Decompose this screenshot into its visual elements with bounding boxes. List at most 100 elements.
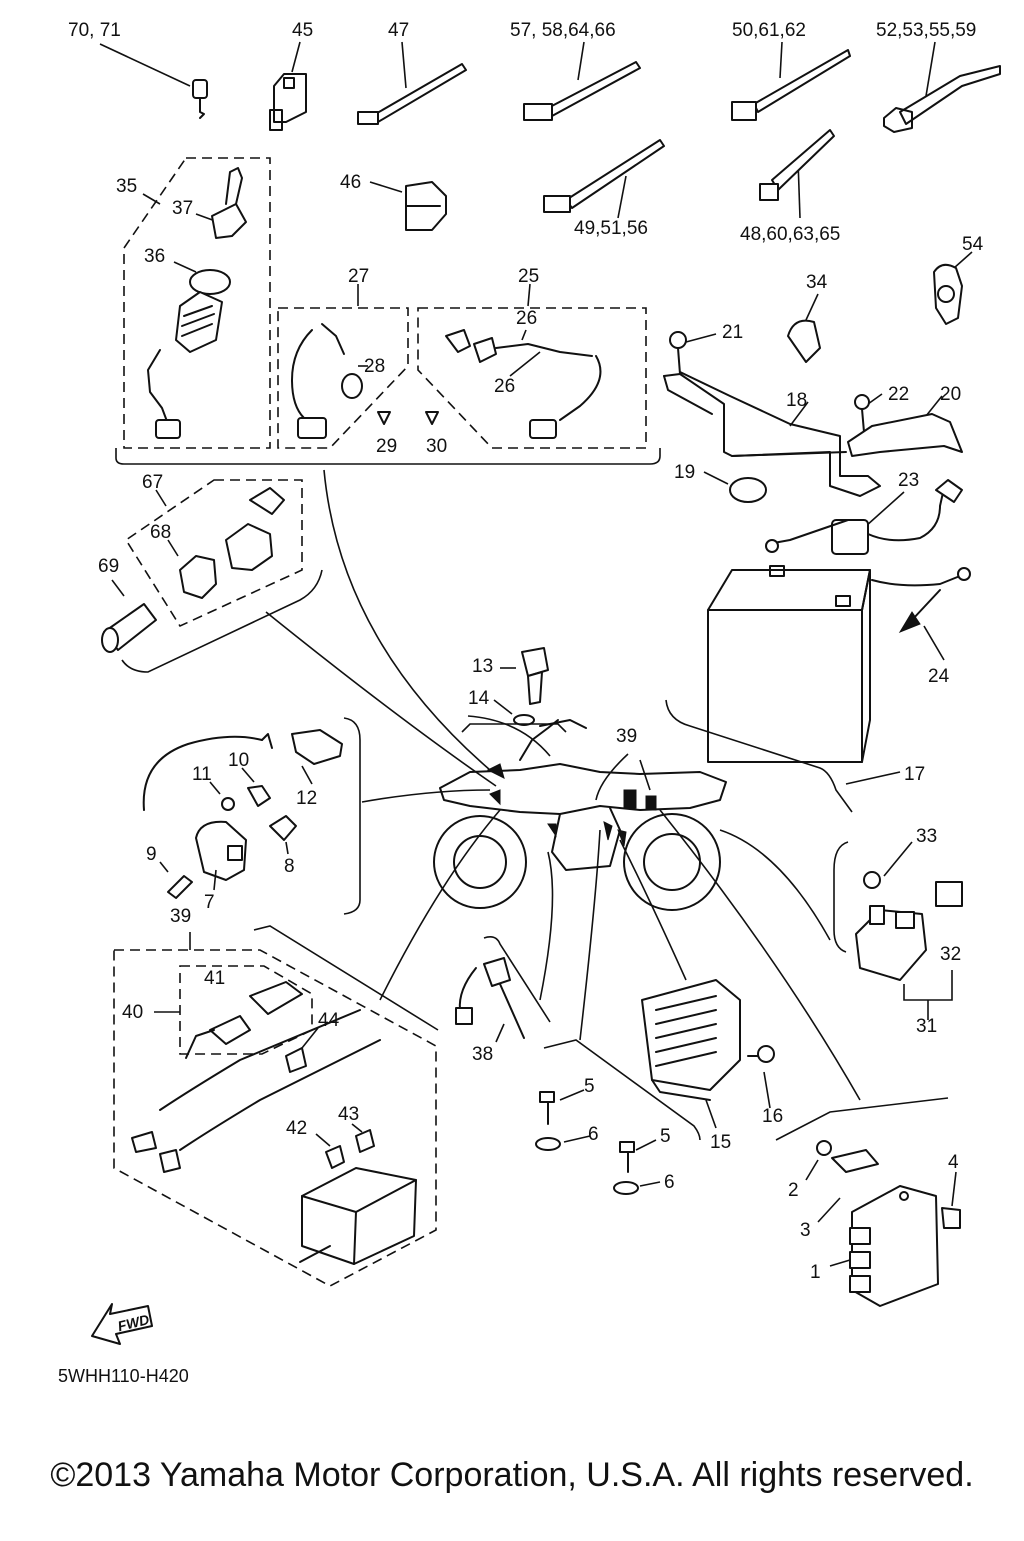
washer-6b: [613, 1181, 661, 1195]
callout: 11: [192, 764, 212, 785]
band-20: [847, 395, 963, 457]
callout: 47: [388, 20, 409, 41]
callout: 3: [800, 1220, 811, 1241]
callout: 2: [788, 1180, 799, 1201]
coupler-45: [269, 41, 307, 131]
fuse-23: [831, 479, 963, 555]
connection-curves: [265, 469, 861, 1101]
lamp-group-27: [277, 284, 409, 449]
relay-46: [369, 181, 447, 231]
fwd-label: FWD: [116, 1311, 151, 1334]
bracket-18: [663, 371, 881, 497]
callout: 29: [376, 436, 397, 457]
key-70-71: [99, 43, 208, 119]
callout: 22: [888, 384, 909, 405]
band-52: [883, 41, 1001, 133]
callout: 12: [296, 788, 317, 809]
callout: 25: [518, 266, 539, 287]
callout: 5: [660, 1126, 671, 1147]
callout: 69: [98, 556, 119, 577]
damper-19: [703, 471, 767, 503]
washer-6a: [535, 1135, 591, 1151]
callout: 32: [940, 944, 961, 965]
bolt-5b: [619, 1139, 657, 1173]
callout: 5: [584, 1076, 595, 1097]
callout: 52,53,55,59: [876, 20, 976, 41]
callout: 54: [962, 234, 984, 255]
callout: 70, 71: [68, 20, 121, 41]
callout: 23: [898, 470, 919, 491]
callout: 10: [228, 750, 249, 771]
copyright-notice: ©2013 Yamaha Motor Corporation, U.S.A. A…: [50, 1456, 974, 1494]
callout: 8: [284, 856, 295, 877]
cable-tie-49: [543, 139, 665, 219]
fwd-arrow-icon: FWD: [91, 1303, 153, 1345]
starter-relay-group: [855, 841, 963, 1020]
cdi-group: [775, 1097, 961, 1307]
callout: 6: [664, 1172, 675, 1193]
socket-group-67: [124, 479, 303, 628]
callout: 41: [204, 968, 225, 989]
callout: 30: [426, 436, 447, 457]
callout: 14: [468, 688, 490, 709]
callout: 33: [916, 826, 937, 847]
callout: 38: [472, 1044, 493, 1065]
callout: 48,60,63,65: [740, 224, 840, 245]
callout: 1: [810, 1262, 821, 1283]
callout: 37: [172, 198, 193, 219]
main-switch-group: [123, 157, 271, 449]
screw-22: [854, 393, 883, 433]
bolt-21: [669, 331, 717, 375]
callout: 42: [286, 1118, 307, 1139]
rectifier-15: [641, 979, 741, 1129]
atv-silhouette: [433, 719, 727, 911]
callout: 26: [516, 308, 537, 329]
callout: 13: [472, 656, 493, 677]
callout: 57, 58,64,66: [510, 20, 616, 41]
callout: 16: [762, 1106, 783, 1127]
diagram-code: 5WHH110-H420: [58, 1366, 189, 1386]
callout: 21: [722, 322, 743, 343]
callout: 9: [146, 844, 157, 865]
callout: 35: [116, 176, 137, 197]
cable-24: [871, 567, 971, 661]
callout: 17: [904, 764, 925, 785]
bolt-5a: [539, 1089, 585, 1125]
callout: 68: [150, 522, 171, 543]
callout: 50,61,62: [732, 20, 806, 41]
callout: 40: [122, 1002, 143, 1023]
callout: 67: [142, 472, 163, 493]
bolt-16: [747, 1045, 775, 1109]
callout: 4: [948, 1152, 959, 1173]
callout: 7: [204, 892, 215, 913]
ignition-coil-group: [142, 729, 343, 899]
callout: 31: [916, 1016, 937, 1037]
cable-tie-47: [357, 41, 467, 125]
cable-tie-50: [731, 41, 851, 121]
callout: 39: [170, 906, 191, 927]
callout: 44: [318, 1010, 340, 1031]
callout: 20: [940, 384, 961, 405]
callout: 28: [364, 356, 385, 377]
battery-17: [707, 519, 901, 785]
callout: 27: [348, 266, 369, 287]
callout: 39: [616, 726, 637, 747]
callout: 6: [588, 1124, 599, 1145]
callout: 18: [786, 390, 807, 411]
band-34: [787, 293, 821, 363]
bulbs-29-30: [377, 411, 439, 425]
callout-labels: 70, 71 45 47 57, 58,64,66 50,61,62 52,53…: [68, 20, 984, 1283]
cable-tie-48: [759, 129, 835, 219]
callout: 34: [806, 272, 828, 293]
callout: 19: [674, 462, 695, 483]
switch-13: [500, 647, 549, 705]
callout: 43: [338, 1104, 359, 1125]
callout: 49,51,56: [574, 218, 648, 239]
lamp-group-25: [417, 283, 647, 449]
callout: 15: [710, 1132, 731, 1153]
callout: 46: [340, 172, 361, 193]
callout: 45: [292, 20, 313, 41]
gasket-14: [493, 699, 535, 726]
callout: 26: [494, 376, 515, 397]
